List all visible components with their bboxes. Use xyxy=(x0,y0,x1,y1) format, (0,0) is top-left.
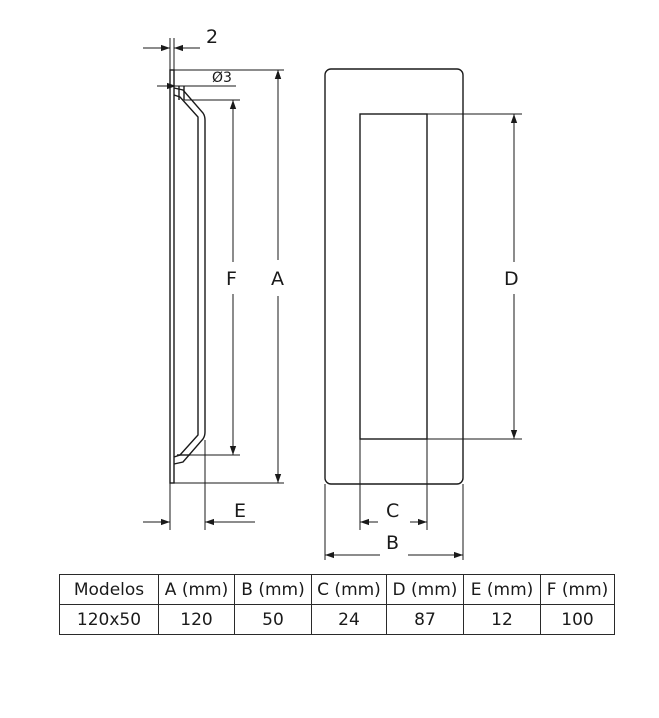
table-cell: 100 xyxy=(540,604,615,635)
dim-label-hole: Ø3 xyxy=(212,70,232,86)
table-cell: 120 xyxy=(158,604,235,635)
table-cell: 24 xyxy=(311,604,387,635)
side-dimensions xyxy=(143,38,284,530)
table-header: D (mm) xyxy=(386,574,464,605)
table-row: 120x50 120 50 24 87 12 100 xyxy=(59,604,615,635)
table-cell: 12 xyxy=(463,604,541,635)
dim-label-a: A xyxy=(271,268,284,290)
dim-label-c: C xyxy=(386,500,399,522)
table-header: B (mm) xyxy=(234,574,312,605)
technical-drawing: 2 Ø3 A F E D C B xyxy=(143,26,522,560)
table-header-row: Modelos A (mm) B (mm) C (mm) D (mm) E (m… xyxy=(59,574,615,605)
front-view xyxy=(324,68,464,485)
table-header: F (mm) xyxy=(540,574,615,605)
table-header: E (mm) xyxy=(463,574,541,605)
dim-label-b: B xyxy=(386,532,399,554)
dimensions-table: Modelos A (mm) B (mm) C (mm) D (mm) E (m… xyxy=(59,574,615,635)
side-view xyxy=(169,69,206,484)
table-cell: 87 xyxy=(386,604,464,635)
table-header: A (mm) xyxy=(158,574,235,605)
dim-label-e: E xyxy=(234,500,246,522)
front-recess xyxy=(359,113,428,440)
side-cup-inner xyxy=(173,94,199,458)
table-header: Modelos xyxy=(59,574,159,605)
side-flange xyxy=(169,69,175,484)
dim-label-thickness: 2 xyxy=(206,26,218,48)
front-dimensions xyxy=(324,113,522,560)
table-header: C (mm) xyxy=(311,574,387,605)
side-cup-outline xyxy=(173,87,206,465)
dim-label-f: F xyxy=(226,268,237,290)
table-cell: 50 xyxy=(234,604,312,635)
dim-label-d: D xyxy=(504,268,519,290)
table-cell: 120x50 xyxy=(59,604,159,635)
